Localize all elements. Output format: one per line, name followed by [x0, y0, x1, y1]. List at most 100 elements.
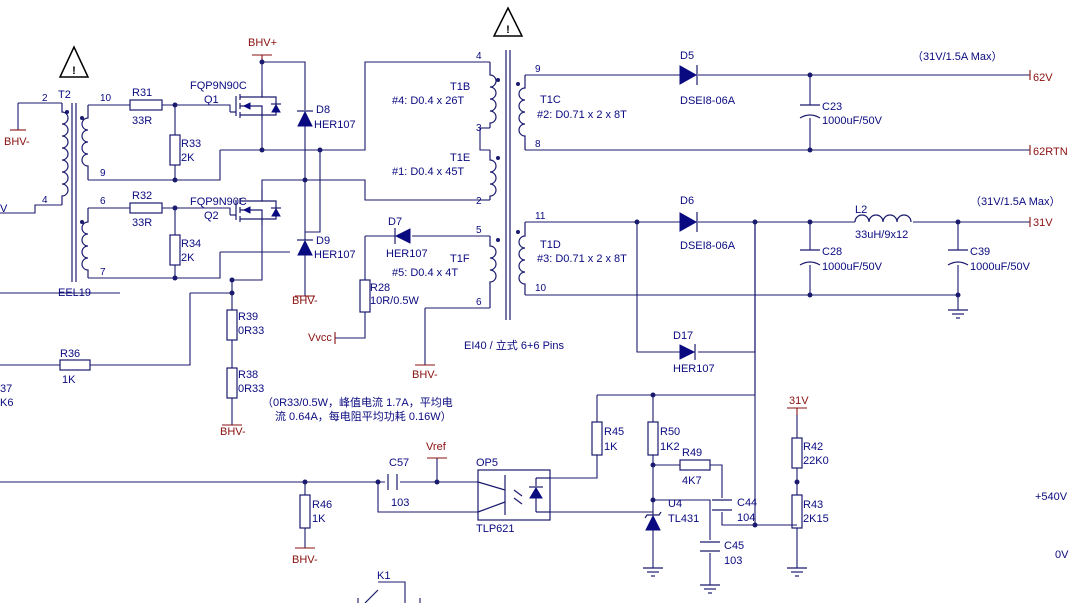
net-bhv-plus: BHV+: [248, 37, 277, 49]
label-c28: C28: [822, 246, 842, 258]
resistor-r36[interactable]: [59, 359, 91, 371]
resistor-r49[interactable]: [679, 459, 711, 471]
label-r37: 37: [0, 383, 12, 395]
mosfet-q2[interactable]: [230, 190, 281, 225]
value-d17: HER107: [673, 363, 715, 375]
pin-label: 9: [535, 64, 541, 75]
label-c57: C57: [389, 457, 409, 469]
junction-dots: [172, 59, 961, 528]
label-d9: D9: [316, 235, 330, 247]
resistor-r43[interactable]: [791, 494, 803, 529]
diode-d5[interactable]: [679, 65, 698, 85]
transformer-t2[interactable]: [61, 103, 89, 282]
label-v-left: V: [0, 203, 8, 215]
note-line-2: 流 0.64A，每电阻平均功耗 0.16W）: [275, 409, 452, 423]
value-c39: 1000uF/50V: [970, 261, 1031, 273]
net-bhv-minus: BHV-: [292, 295, 318, 307]
value-u4: TL431: [668, 513, 699, 525]
label-t1b: T1B: [450, 81, 470, 93]
value-c57: 103: [391, 497, 409, 509]
resistor-r28[interactable]: [359, 279, 371, 313]
resistor-r34[interactable]: [169, 234, 181, 266]
capacitor-c44[interactable]: [712, 499, 732, 511]
svg-text:!: !: [506, 24, 510, 36]
value-l2: 33uH/9x12: [855, 229, 908, 241]
relay-k1[interactable]: [364, 589, 379, 603]
pin-label: 11: [535, 211, 546, 222]
pin-label: 4: [42, 195, 48, 206]
label-r43: R43: [803, 499, 823, 511]
spec-31v: （31V/1.5A Max）: [970, 195, 1061, 208]
svg-text:!: !: [72, 65, 76, 77]
optocoupler-op5[interactable]: [477, 469, 551, 521]
label-plus540: +540V: [1035, 491, 1068, 503]
warning-icon: !: [492, 6, 524, 37]
label-d5: D5: [680, 50, 694, 62]
label-q1-part: FQP9N90C: [190, 80, 247, 92]
resistor-r39[interactable]: [226, 309, 238, 341]
capacitor-c23[interactable]: [799, 104, 821, 119]
spec-62v: （31V/1.5A Max）: [912, 50, 1003, 63]
note-line-1: （0R33/0.5W，峰值电流 1.7A，平均电: [262, 395, 453, 409]
resistor-r45[interactable]: [591, 421, 603, 456]
value-r31: 33R: [132, 115, 152, 127]
value-d7: HER107: [386, 248, 428, 260]
label-q1: Q1: [204, 94, 219, 106]
diode-d17[interactable]: [679, 344, 696, 360]
mosfet-q1[interactable]: [230, 90, 281, 120]
pin-label: 10: [535, 283, 547, 294]
value-r36: 1K: [62, 374, 76, 386]
net-31v-top: 31V: [789, 395, 809, 407]
label-d7: D7: [388, 216, 402, 228]
label-r39: R39: [238, 311, 258, 323]
net-62rtn: 62RTN: [1033, 146, 1068, 158]
resistor-r32[interactable]: [129, 202, 163, 214]
net-bhv-minus: BHV-: [412, 369, 438, 381]
diode-d9[interactable]: [297, 239, 313, 256]
label-r32: R32: [132, 190, 152, 202]
capacitor-c45[interactable]: [700, 541, 720, 552]
diode-d7[interactable]: [394, 228, 411, 244]
label-r33: R33: [181, 138, 201, 150]
resistor-r31[interactable]: [129, 99, 163, 111]
value-r33: 2K: [181, 152, 195, 164]
resistor-r38[interactable]: [226, 367, 238, 399]
net-62v: 62V: [1033, 72, 1053, 84]
value-r50: 1K2: [660, 441, 680, 453]
shunt-regulator-u4[interactable]: [644, 511, 662, 531]
net-bhv-minus: BHV-: [4, 136, 30, 148]
pin-label: 2: [42, 93, 48, 104]
value-r37: K6: [0, 397, 13, 409]
value-d9: HER107: [314, 249, 356, 261]
value-r39: 0R33: [238, 325, 264, 337]
label-c39: C39: [970, 246, 990, 258]
diode-d6[interactable]: [679, 212, 698, 232]
wires: [0, 55, 1030, 603]
label-r34: R34: [181, 238, 201, 250]
pin-label: 7: [100, 267, 106, 278]
warning-icon: !: [58, 45, 90, 78]
capacitor-c39[interactable]: [947, 249, 969, 266]
label-d17: D17: [673, 330, 693, 342]
label-u4: U4: [668, 498, 682, 510]
value-d8: HER107: [314, 119, 356, 131]
label-k1: K1: [377, 570, 390, 582]
pin-label: 9: [100, 168, 106, 179]
label-c44: C44: [737, 497, 757, 509]
resistor-r46[interactable]: [299, 494, 311, 529]
net-vref: Vref: [426, 441, 447, 453]
label-d6: D6: [680, 195, 694, 207]
inductor-l2[interactable]: [854, 214, 912, 223]
resistor-r33[interactable]: [169, 134, 181, 166]
diode-d8[interactable]: [297, 110, 313, 127]
label-t1c: T1C: [540, 94, 561, 106]
winding-t1c: #2: D0.71 x 2 x 8T: [537, 109, 627, 121]
transformer-t1[interactable]: [479, 50, 526, 320]
pin-label: 5: [476, 225, 482, 236]
resistor-r50[interactable]: [647, 421, 659, 456]
capacitor-c57[interactable]: [387, 474, 398, 490]
resistor-r42[interactable]: [791, 437, 803, 469]
value-r49: 4K7: [682, 475, 702, 487]
capacitor-c28[interactable]: [799, 249, 821, 266]
label-l2: L2: [855, 204, 867, 216]
